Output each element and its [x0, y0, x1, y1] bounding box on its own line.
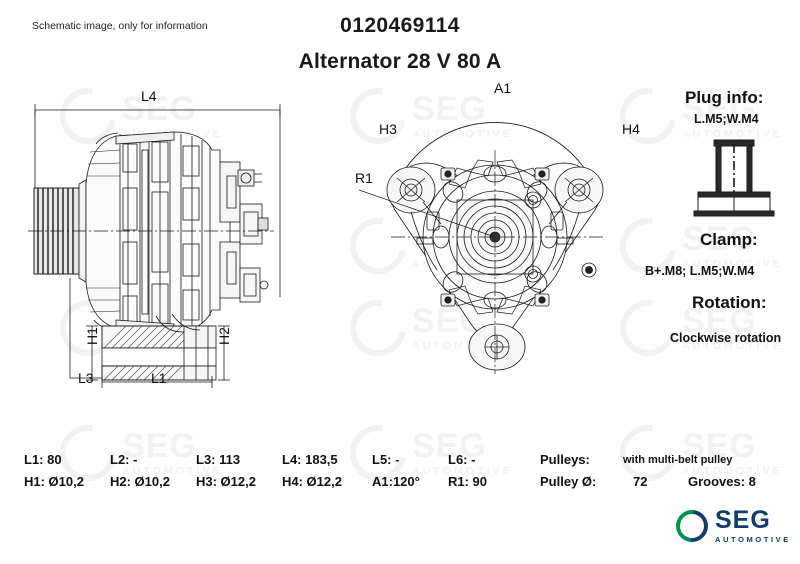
spec-pulleys-value: with multi-belt pulley — [623, 454, 733, 466]
dimension-label-A1: A1 — [494, 80, 512, 96]
logo-sub: AUTOMOTIVE — [715, 535, 791, 544]
alternator-front-view-drawing — [358, 122, 604, 374]
spec-L6: L6: - — [448, 452, 476, 467]
spec-pulley-diameter-value: 72 — [633, 474, 648, 489]
dimension-label-L4: L4 — [141, 88, 157, 104]
spec-L4: L4: 183,5 — [282, 452, 338, 467]
dimension-label-H3: H3 — [379, 121, 397, 137]
dimension-label-H4: H4 — [622, 121, 640, 137]
schematic-note: Schematic image, only for information — [32, 20, 208, 32]
spec-pulleys-label: Pulleys: — [540, 452, 590, 467]
logo-brand: SEG — [715, 506, 771, 534]
spec-L2: L2: - — [110, 452, 138, 467]
alternator-side-view-drawing — [28, 104, 281, 388]
specifications-table: L1: 80 L2: - L3: 113 L4: 183,5 L5: - L6:… — [0, 452, 800, 502]
spec-grooves: Grooves: 8 — [688, 474, 756, 489]
clamp-heading: Clamp: — [700, 230, 758, 249]
page-title-description: Alternator 28 V 80 A — [298, 50, 502, 73]
logo-ring-icon — [669, 503, 715, 549]
rotation-value: Clockwise rotation — [670, 331, 782, 345]
plug-info-value: L.M5;W.M4 — [694, 112, 759, 126]
dimension-label-H2: H2 — [216, 327, 232, 345]
dimension-label-L1: L1 — [151, 370, 167, 386]
spec-R1: R1: 90 — [448, 474, 488, 489]
spec-L3: L3: 113 — [196, 452, 241, 467]
spec-pulley-diameter-label: Pulley Ø: — [540, 474, 597, 489]
seg-automotive-logo: SEG AUTOMOTIVE — [669, 503, 791, 549]
dimension-label-R1: R1 — [355, 170, 373, 186]
rotation-heading: Rotation: — [692, 293, 767, 312]
plug-connector-drawing — [693, 139, 775, 217]
spec-A1: A1:120° — [372, 474, 420, 489]
spec-H2: H2: Ø10,2 — [110, 474, 170, 489]
spec-L5: L5: - — [372, 452, 400, 467]
spec-H1: H1: Ø10,2 — [24, 474, 84, 489]
spec-H4: H4: Ø12,2 — [282, 474, 342, 489]
plug-info-heading: Plug info: — [685, 88, 764, 107]
clamp-value: B+.M8; L.M5;W.M4 — [645, 264, 755, 278]
page-title-part-number: 0120469114 — [340, 14, 460, 37]
dimension-label-L3: L3 — [78, 370, 94, 386]
spec-L1: L1: 80 — [24, 452, 62, 467]
spec-H3: H3: Ø12,2 — [196, 474, 256, 489]
dimension-label-H1: H1 — [84, 327, 100, 345]
